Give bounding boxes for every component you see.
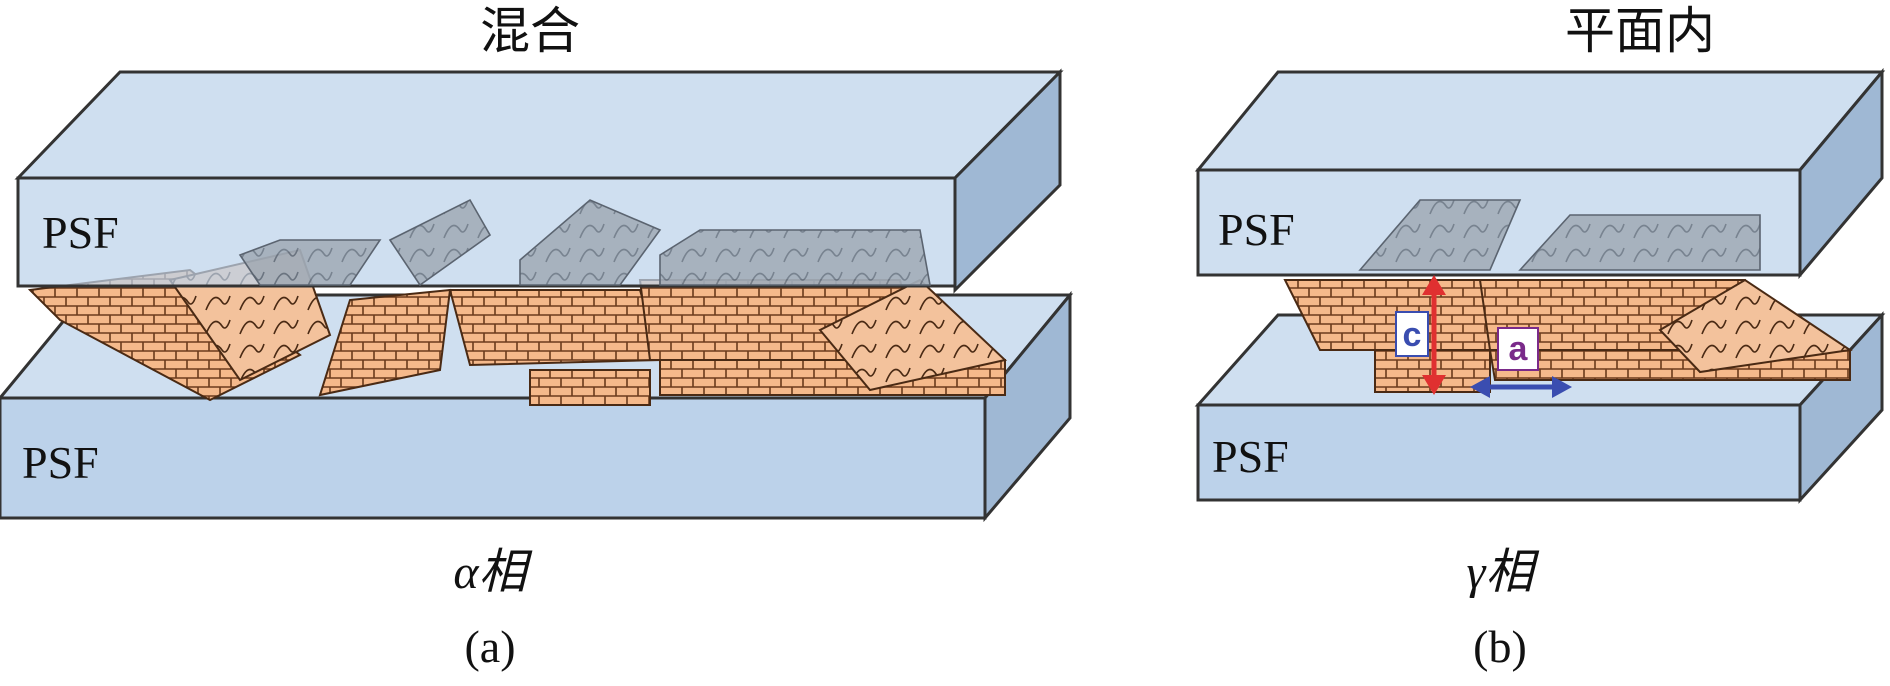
panel-a-top-psf-label: PSF	[42, 207, 119, 258]
panel-a-top-psf	[14, 68, 1064, 294]
panel-b-caption: (b)	[1473, 621, 1527, 672]
panel-a-bottom-psf-label: PSF	[22, 437, 99, 488]
a-axis-label: a	[1509, 330, 1529, 368]
panel-a-caption: (a)	[464, 621, 515, 672]
a-axis-arrow	[1470, 376, 1572, 398]
panel-b: 平面内 PSF PSF	[1194, 3, 1886, 672]
panel-a: 混合 PSF PSF	[0, 3, 1074, 672]
c-axis-label: c	[1403, 316, 1422, 354]
panel-a-phase-label: α相	[453, 546, 532, 599]
panel-b-top-psf	[1194, 67, 1886, 280]
panel-b-bottom-psf-label: PSF	[1212, 431, 1289, 482]
panel-a-title: 混合	[480, 3, 580, 59]
panel-b-crystals	[1283, 278, 1853, 393]
a-axis-label-box	[1497, 327, 1539, 371]
panel-b-phase-label: γ相	[1467, 546, 1540, 599]
c-axis-arrow	[1422, 275, 1446, 395]
panel-b-title: 平面内	[1565, 3, 1715, 59]
c-axis-label-box	[1395, 311, 1429, 357]
panel-b-top-psf-label: PSF	[1218, 204, 1295, 255]
